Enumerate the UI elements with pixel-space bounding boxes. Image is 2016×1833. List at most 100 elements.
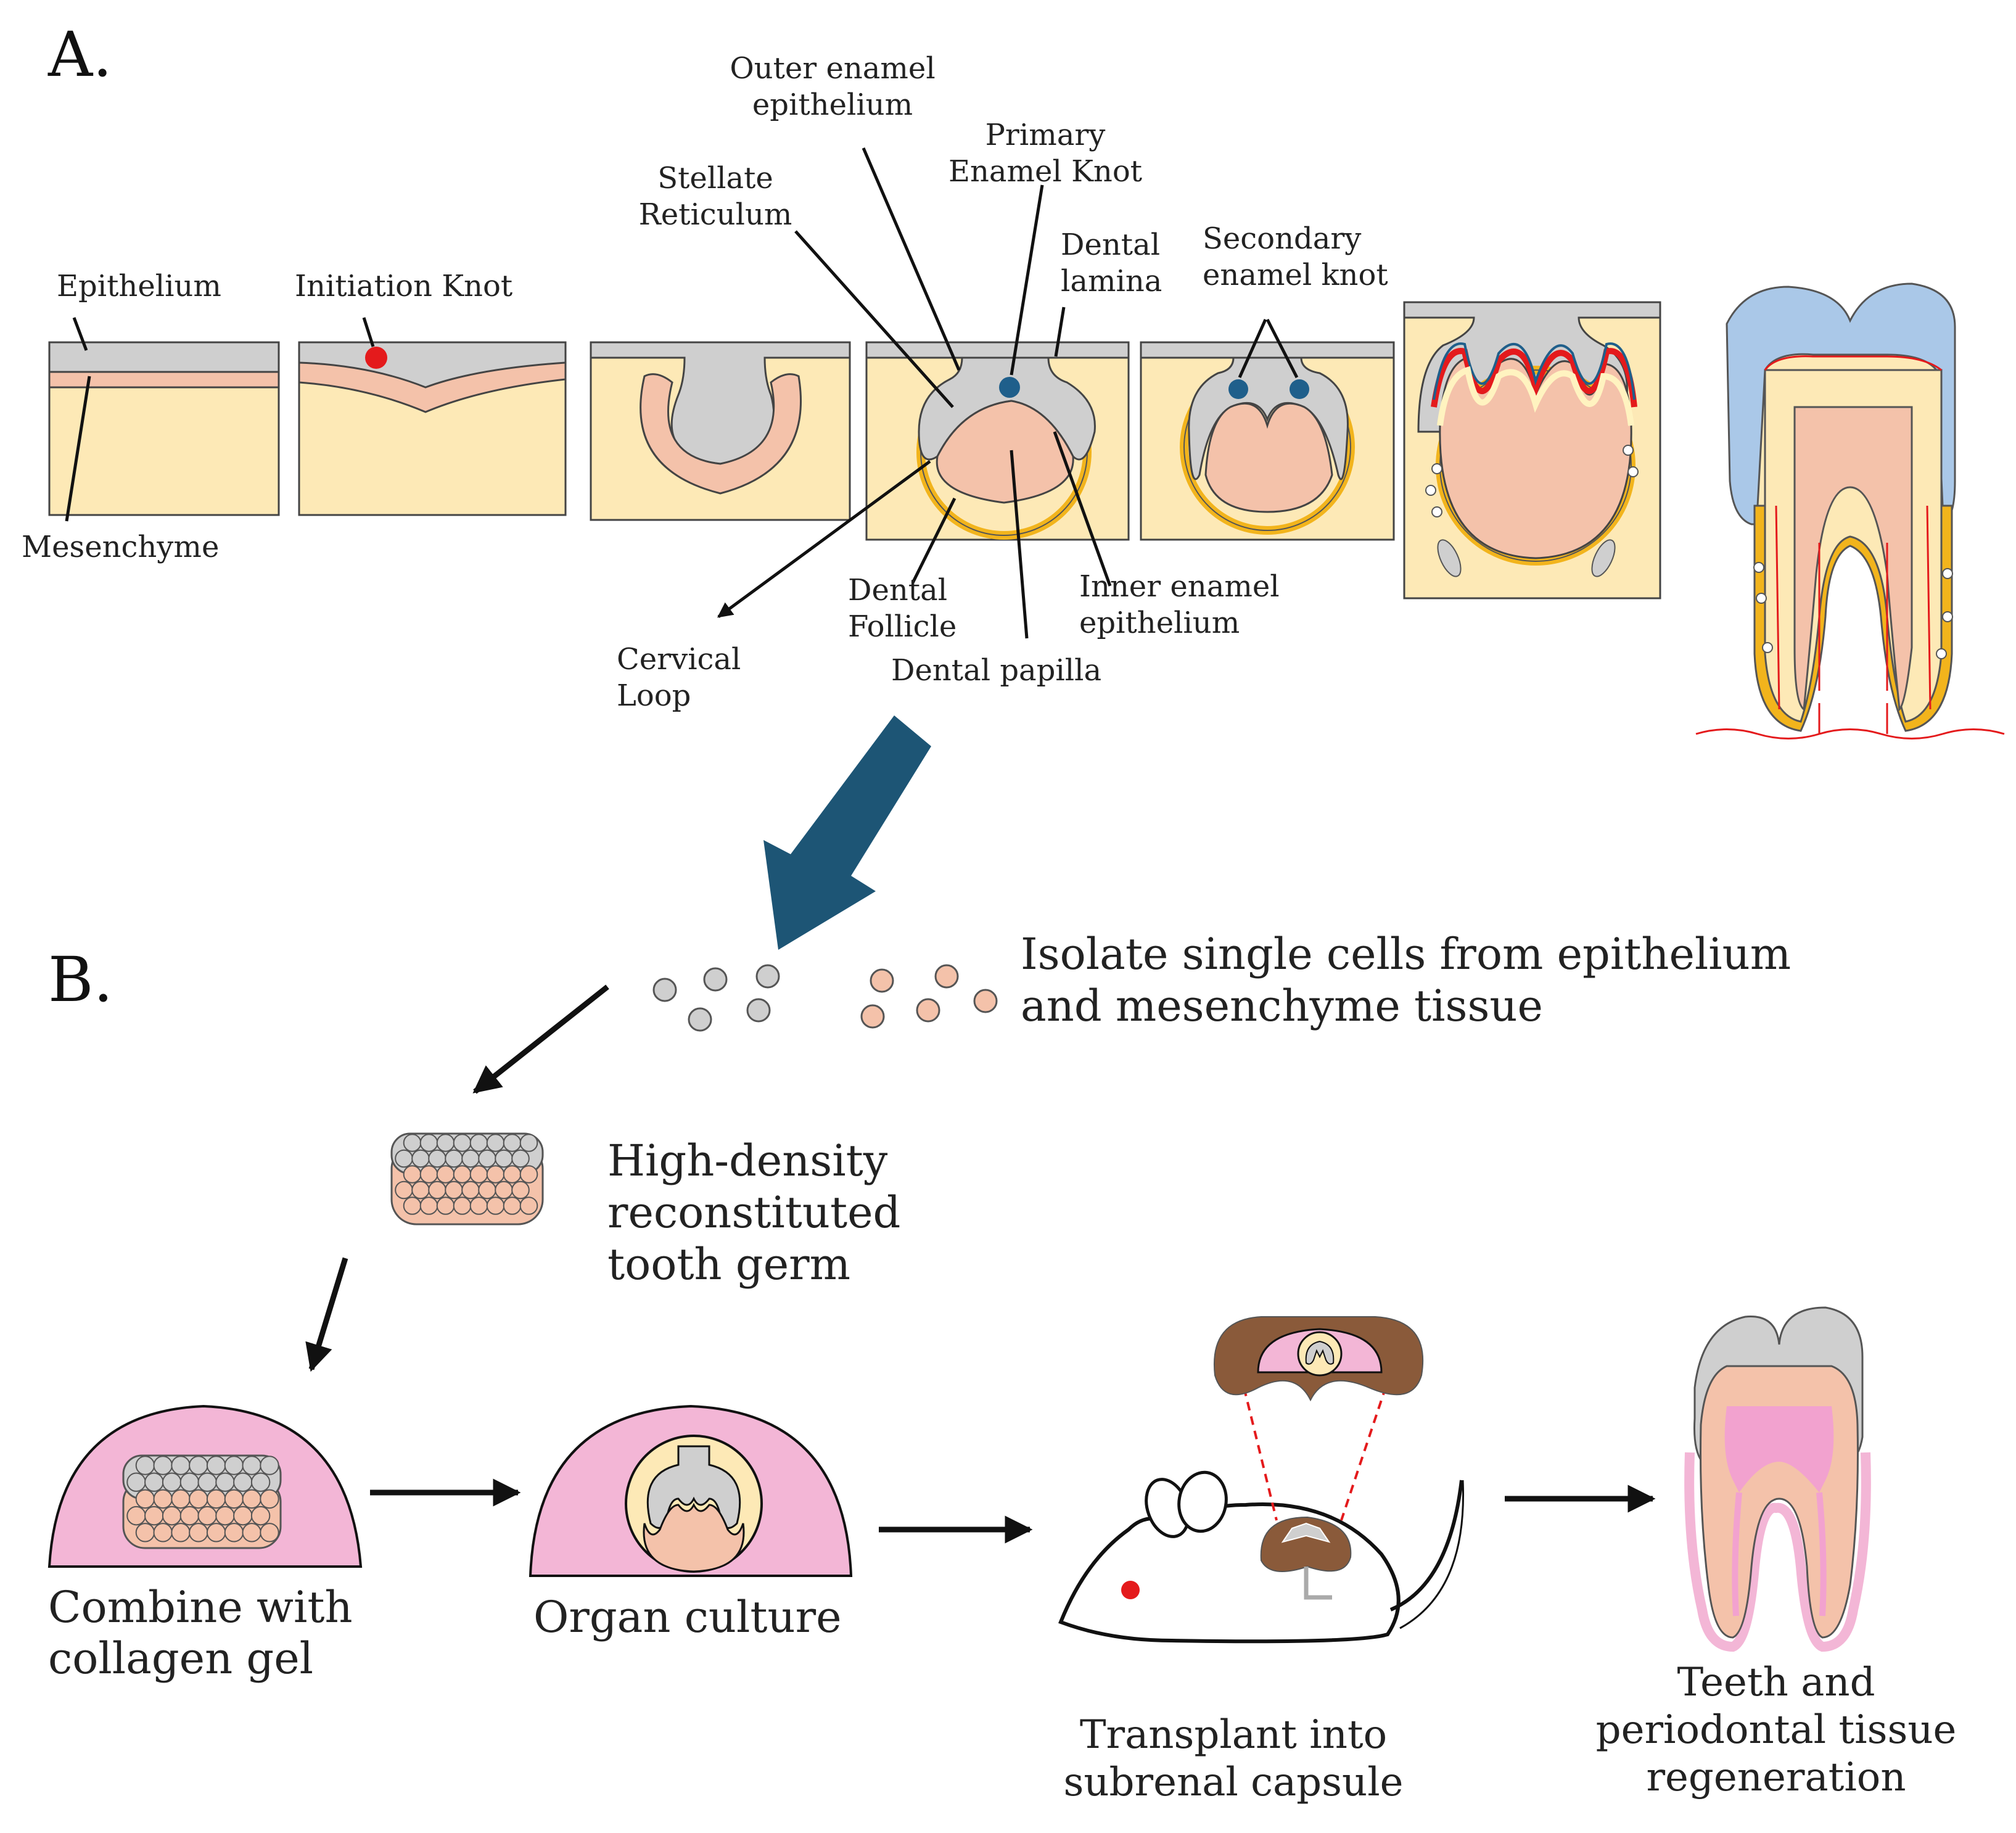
cell [395,1180,413,1200]
cell [403,1134,422,1152]
cell [519,1197,538,1215]
cell [224,1456,244,1475]
cell [469,1134,488,1152]
label-dental-papilla: Dental papilla [891,653,1102,688]
cell [206,1489,226,1509]
cell [403,1197,422,1215]
cell [453,1197,472,1215]
cell [478,1149,496,1168]
collagen-gel-dome [47,1404,363,1568]
cell [445,1180,463,1200]
cell [495,1149,513,1168]
stage-4-cap [865,341,1130,541]
cell [135,1456,155,1475]
cell [135,1523,155,1543]
cell [495,1180,513,1200]
initiation-knot-dot [365,347,387,369]
stage-7-mature-tooth [1695,282,2005,739]
cell [503,1134,522,1152]
step-arrows [305,984,1656,1544]
secondary-knot-dot-right [1290,379,1309,399]
cell [179,1506,200,1526]
cell [233,1506,253,1526]
cell [162,1506,182,1526]
cell [189,1523,208,1543]
isolated-cells [652,964,998,1032]
cell [250,1506,271,1526]
cell [403,1165,422,1184]
cell [260,1489,279,1509]
cell [503,1197,522,1215]
mouse-eye [1121,1581,1140,1599]
cell [486,1197,505,1215]
primary-enamel-knot-dot [999,377,1020,398]
cell [215,1472,235,1492]
cell [189,1456,208,1475]
stage-1-lamina [48,341,280,516]
big-down-arrow [763,715,931,950]
cell [171,1489,191,1509]
cell [503,1165,522,1184]
cell [171,1523,191,1543]
cell [197,1506,217,1526]
cell [469,1165,488,1184]
secondary-knot-dot-left [1228,379,1248,399]
cell [126,1472,146,1492]
cell [419,1197,438,1215]
cell [250,1472,271,1492]
label-epithelium: Epithelium [57,269,221,303]
cell [153,1523,173,1543]
cell [428,1180,446,1200]
cell [419,1165,438,1184]
cell [461,1180,480,1200]
cell [215,1506,235,1526]
cell [242,1523,261,1543]
cell [511,1149,530,1168]
cell [233,1472,253,1492]
cell [162,1472,182,1492]
cell [260,1523,279,1543]
cell [189,1489,208,1509]
cell [519,1165,538,1184]
cell [453,1134,472,1152]
label-mesenchyme: Mesenchyme [22,530,220,564]
cell [144,1506,164,1526]
cell [519,1134,538,1152]
cell [436,1197,455,1215]
label-organ-culture: Organ culture [533,1592,842,1642]
cell [395,1149,413,1168]
cell [419,1134,438,1152]
cell [486,1134,505,1152]
panel-label-b: B. [48,944,113,1016]
cell [461,1149,480,1168]
cell [144,1472,164,1492]
cell [197,1472,217,1492]
cell [153,1489,173,1509]
cell [224,1523,244,1543]
cell [126,1506,146,1526]
cell [206,1456,226,1475]
cell [436,1134,455,1152]
stage-6-late-bell [1403,301,1661,599]
cell [411,1149,430,1168]
mouse-transplant [1058,1316,1465,1644]
stage-2-initiation [298,341,567,516]
cell [511,1180,530,1200]
cell [206,1523,226,1543]
pointer-lines-a [65,147,1299,639]
stage-5-bell [1140,341,1395,541]
cell [242,1489,261,1509]
